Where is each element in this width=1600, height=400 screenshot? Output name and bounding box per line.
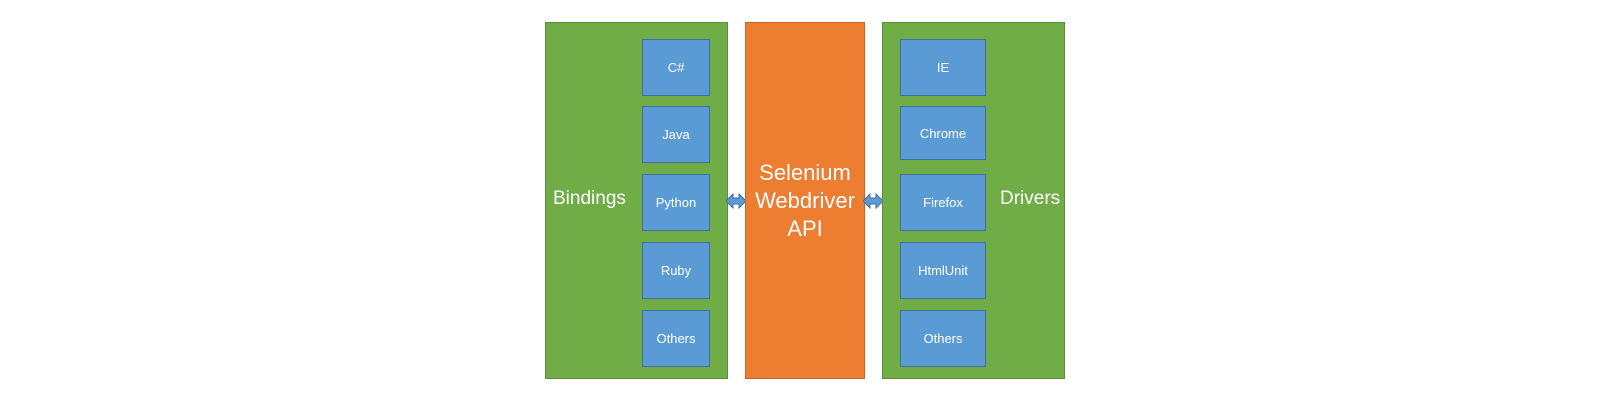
drivers-label: Drivers <box>1000 188 1061 209</box>
binding-box-ruby: Ruby <box>642 242 710 299</box>
api-line-1: Selenium <box>759 159 851 185</box>
binding-box-others: Others <box>642 310 710 367</box>
double-arrow-icon <box>863 193 883 209</box>
drivers-panel: IE Chrome Firefox HtmlUnit Others Driver… <box>882 22 1065 379</box>
bindings-label: Bindings <box>553 188 626 209</box>
bindings-panel: Bindings C# Java Python Ruby Others <box>545 22 728 379</box>
driver-box-firefox: Firefox <box>900 174 986 231</box>
driver-box-ie: IE <box>900 39 986 96</box>
double-arrow-icon <box>726 193 746 209</box>
api-line-3: API <box>787 215 823 241</box>
binding-box-python: Python <box>642 174 710 231</box>
webdriver-api-label: Selenium Webdriver API <box>746 23 864 378</box>
binding-box-java: Java <box>642 106 710 163</box>
webdriver-api-block: Selenium Webdriver API <box>745 22 865 379</box>
driver-box-htmlunit: HtmlUnit <box>900 242 986 299</box>
driver-box-others: Others <box>900 310 986 367</box>
binding-box-csharp: C# <box>642 39 710 96</box>
api-line-2: Webdriver <box>755 187 855 213</box>
driver-box-chrome: Chrome <box>900 106 986 160</box>
